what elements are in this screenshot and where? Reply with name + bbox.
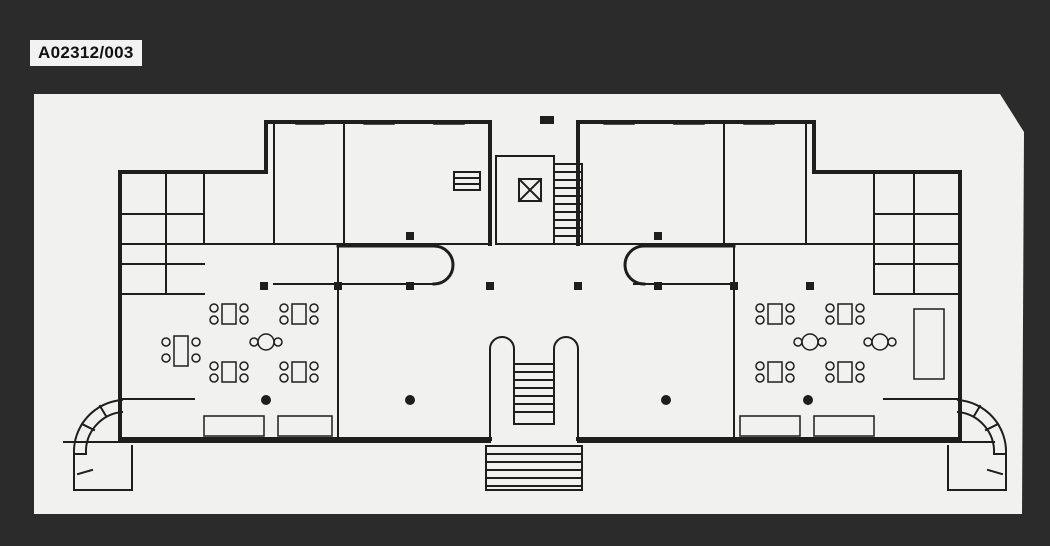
floor-plan-drawing [34, 94, 1024, 514]
paper [34, 94, 1024, 514]
columns [260, 116, 814, 405]
central-stair-core [453, 155, 583, 245]
interior-partitions [63, 121, 995, 443]
spiral-stair-right [947, 398, 1008, 491]
outer-walls [118, 120, 962, 441]
spiral-stair-left [72, 398, 133, 491]
catalog-label: A02312/003 [30, 40, 142, 66]
benches [203, 415, 875, 437]
main-entrance-stair [485, 336, 583, 491]
table-groups [161, 303, 945, 383]
counters [336, 244, 736, 286]
floor-plan-sheet [34, 94, 1024, 514]
